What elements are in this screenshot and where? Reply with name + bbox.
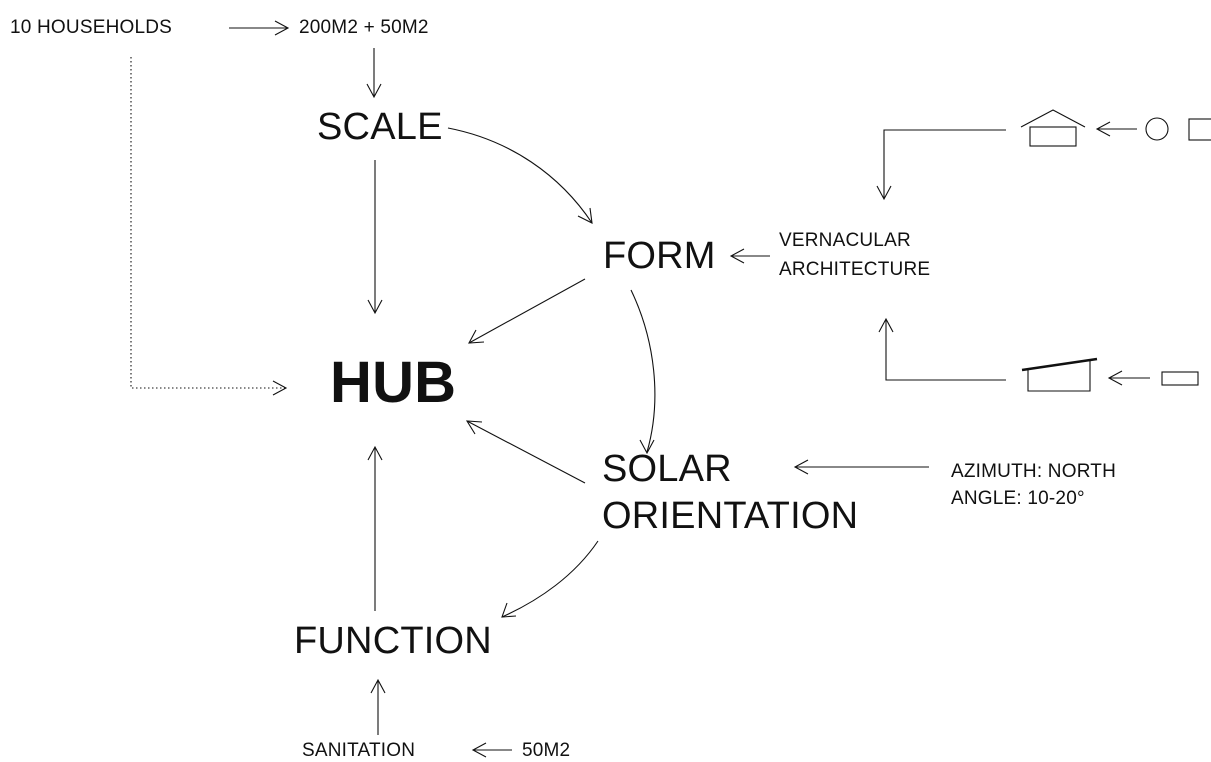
square-icon	[1188, 118, 1211, 141]
function-node: FUNCTION	[294, 620, 492, 662]
azimuth-label: AZIMUTH: NORTH	[951, 461, 1116, 482]
arrow-area-to-scale	[366, 48, 382, 99]
house-icon	[1020, 109, 1086, 147]
households-label: 10 HOUSEHOLDS	[10, 17, 173, 38]
vernacular-label-line2: ARCHITECTURE	[779, 259, 931, 280]
arrow-house-to-vernacular	[876, 129, 1006, 201]
solar-node-line1: SOLAR	[602, 448, 732, 490]
arrow-solar-to-function	[501, 540, 599, 618]
arrow-sanitation-to-function	[370, 678, 386, 735]
scale-node: SCALE	[317, 106, 443, 148]
vernacular-label-line1: VERNACULAR	[779, 230, 911, 251]
sloped-roof-icon	[1021, 357, 1098, 392]
arrow-roof-to-vernacular	[878, 317, 1006, 381]
arrow-function-to-hub	[367, 445, 383, 611]
sanitation-area-label: 50M2	[522, 740, 571, 761]
solar-node-line2: ORIENTATION	[602, 495, 859, 537]
angle-label: ANGLE: 10-20°	[951, 488, 1085, 509]
arrow-vernacular-to-form	[729, 248, 770, 264]
arrow-rectangle-to-roof	[1107, 370, 1150, 386]
arrow-form-to-hub	[468, 278, 586, 344]
hub-node: HUB	[330, 350, 457, 415]
rectangle-icon	[1161, 371, 1199, 386]
arrow-solar-to-hub	[465, 420, 586, 484]
dotted-arrow-households-to-hub	[130, 57, 288, 396]
arrow-shapes-to-house	[1095, 121, 1137, 137]
arrow-households-to-area	[229, 20, 290, 36]
form-node: FORM	[603, 235, 716, 277]
arrow-azimuth-to-solar	[793, 459, 929, 475]
arrow-area-to-sanitation	[471, 742, 512, 758]
arrow-form-to-solar	[630, 289, 656, 455]
area-label: 200M2 + 50M2	[299, 17, 429, 38]
arrow-scale-to-form	[447, 127, 593, 224]
arrow-scale-to-hub	[367, 160, 383, 315]
sanitation-label: SANITATION	[302, 740, 416, 761]
circle-icon	[1145, 117, 1169, 141]
